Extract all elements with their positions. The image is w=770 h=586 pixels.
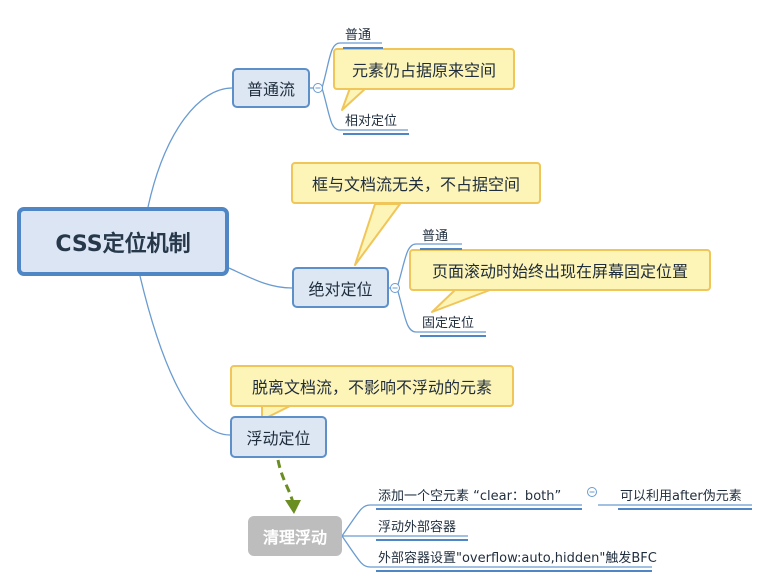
link-normal-top: [321, 42, 382, 89]
pointer-fixed-note: [431, 289, 491, 313]
callout-float-note: 脱离文档流，不影响不浮动的元素: [230, 365, 514, 407]
leaf-absolute-plain[interactable]: 普通: [420, 225, 462, 250]
callout-fixed-note: 页面滚动时始终出现在屏幕固定位置: [409, 249, 711, 291]
leaf-relative[interactable]: 相对定位: [343, 110, 409, 135]
leaf-empty-element[interactable]: 添加一个空元素 “clear：both”: [376, 485, 582, 510]
callout-normal-note: 元素仍占据原来空间: [333, 48, 515, 90]
leaf-float-container[interactable]: 浮动外部容器: [376, 516, 468, 541]
link-root-absolute: [228, 267, 293, 289]
dashed-arrow: [276, 459, 295, 504]
node-absolute[interactable]: 绝对定位: [292, 267, 389, 308]
pointer-normal-note: [341, 87, 367, 111]
link-root-normal: [147, 87, 233, 208]
arrow-head: [285, 500, 301, 514]
leaf-fixed[interactable]: 固定定位: [420, 312, 486, 337]
node-normal-flow[interactable]: 普通流: [232, 68, 310, 108]
node-clear-float[interactable]: 清理浮动: [248, 516, 342, 556]
link-abs-top: [396, 243, 462, 289]
link-abs-bottom: [396, 287, 486, 333]
leaf-after-pseudo[interactable]: 可以利用after伪元素: [618, 485, 752, 510]
link-root-float: [139, 275, 231, 436]
pointer-absolute-note: [354, 203, 401, 266]
root-node[interactable]: CSS定位机制: [17, 207, 229, 276]
link-normal-bottom: [321, 87, 408, 131]
leaf-normal-plain[interactable]: 普通: [343, 24, 383, 49]
link-clear-bot: [341, 535, 652, 568]
leaf-overflow-bfc[interactable]: 外部容器设置"overflow:auto,hidden"触发BFC: [376, 547, 657, 572]
link-clear-top: [341, 504, 582, 537]
node-float[interactable]: 浮动定位: [230, 416, 327, 458]
callout-absolute-note: 框与文档流无关，不占据空间: [291, 162, 541, 204]
